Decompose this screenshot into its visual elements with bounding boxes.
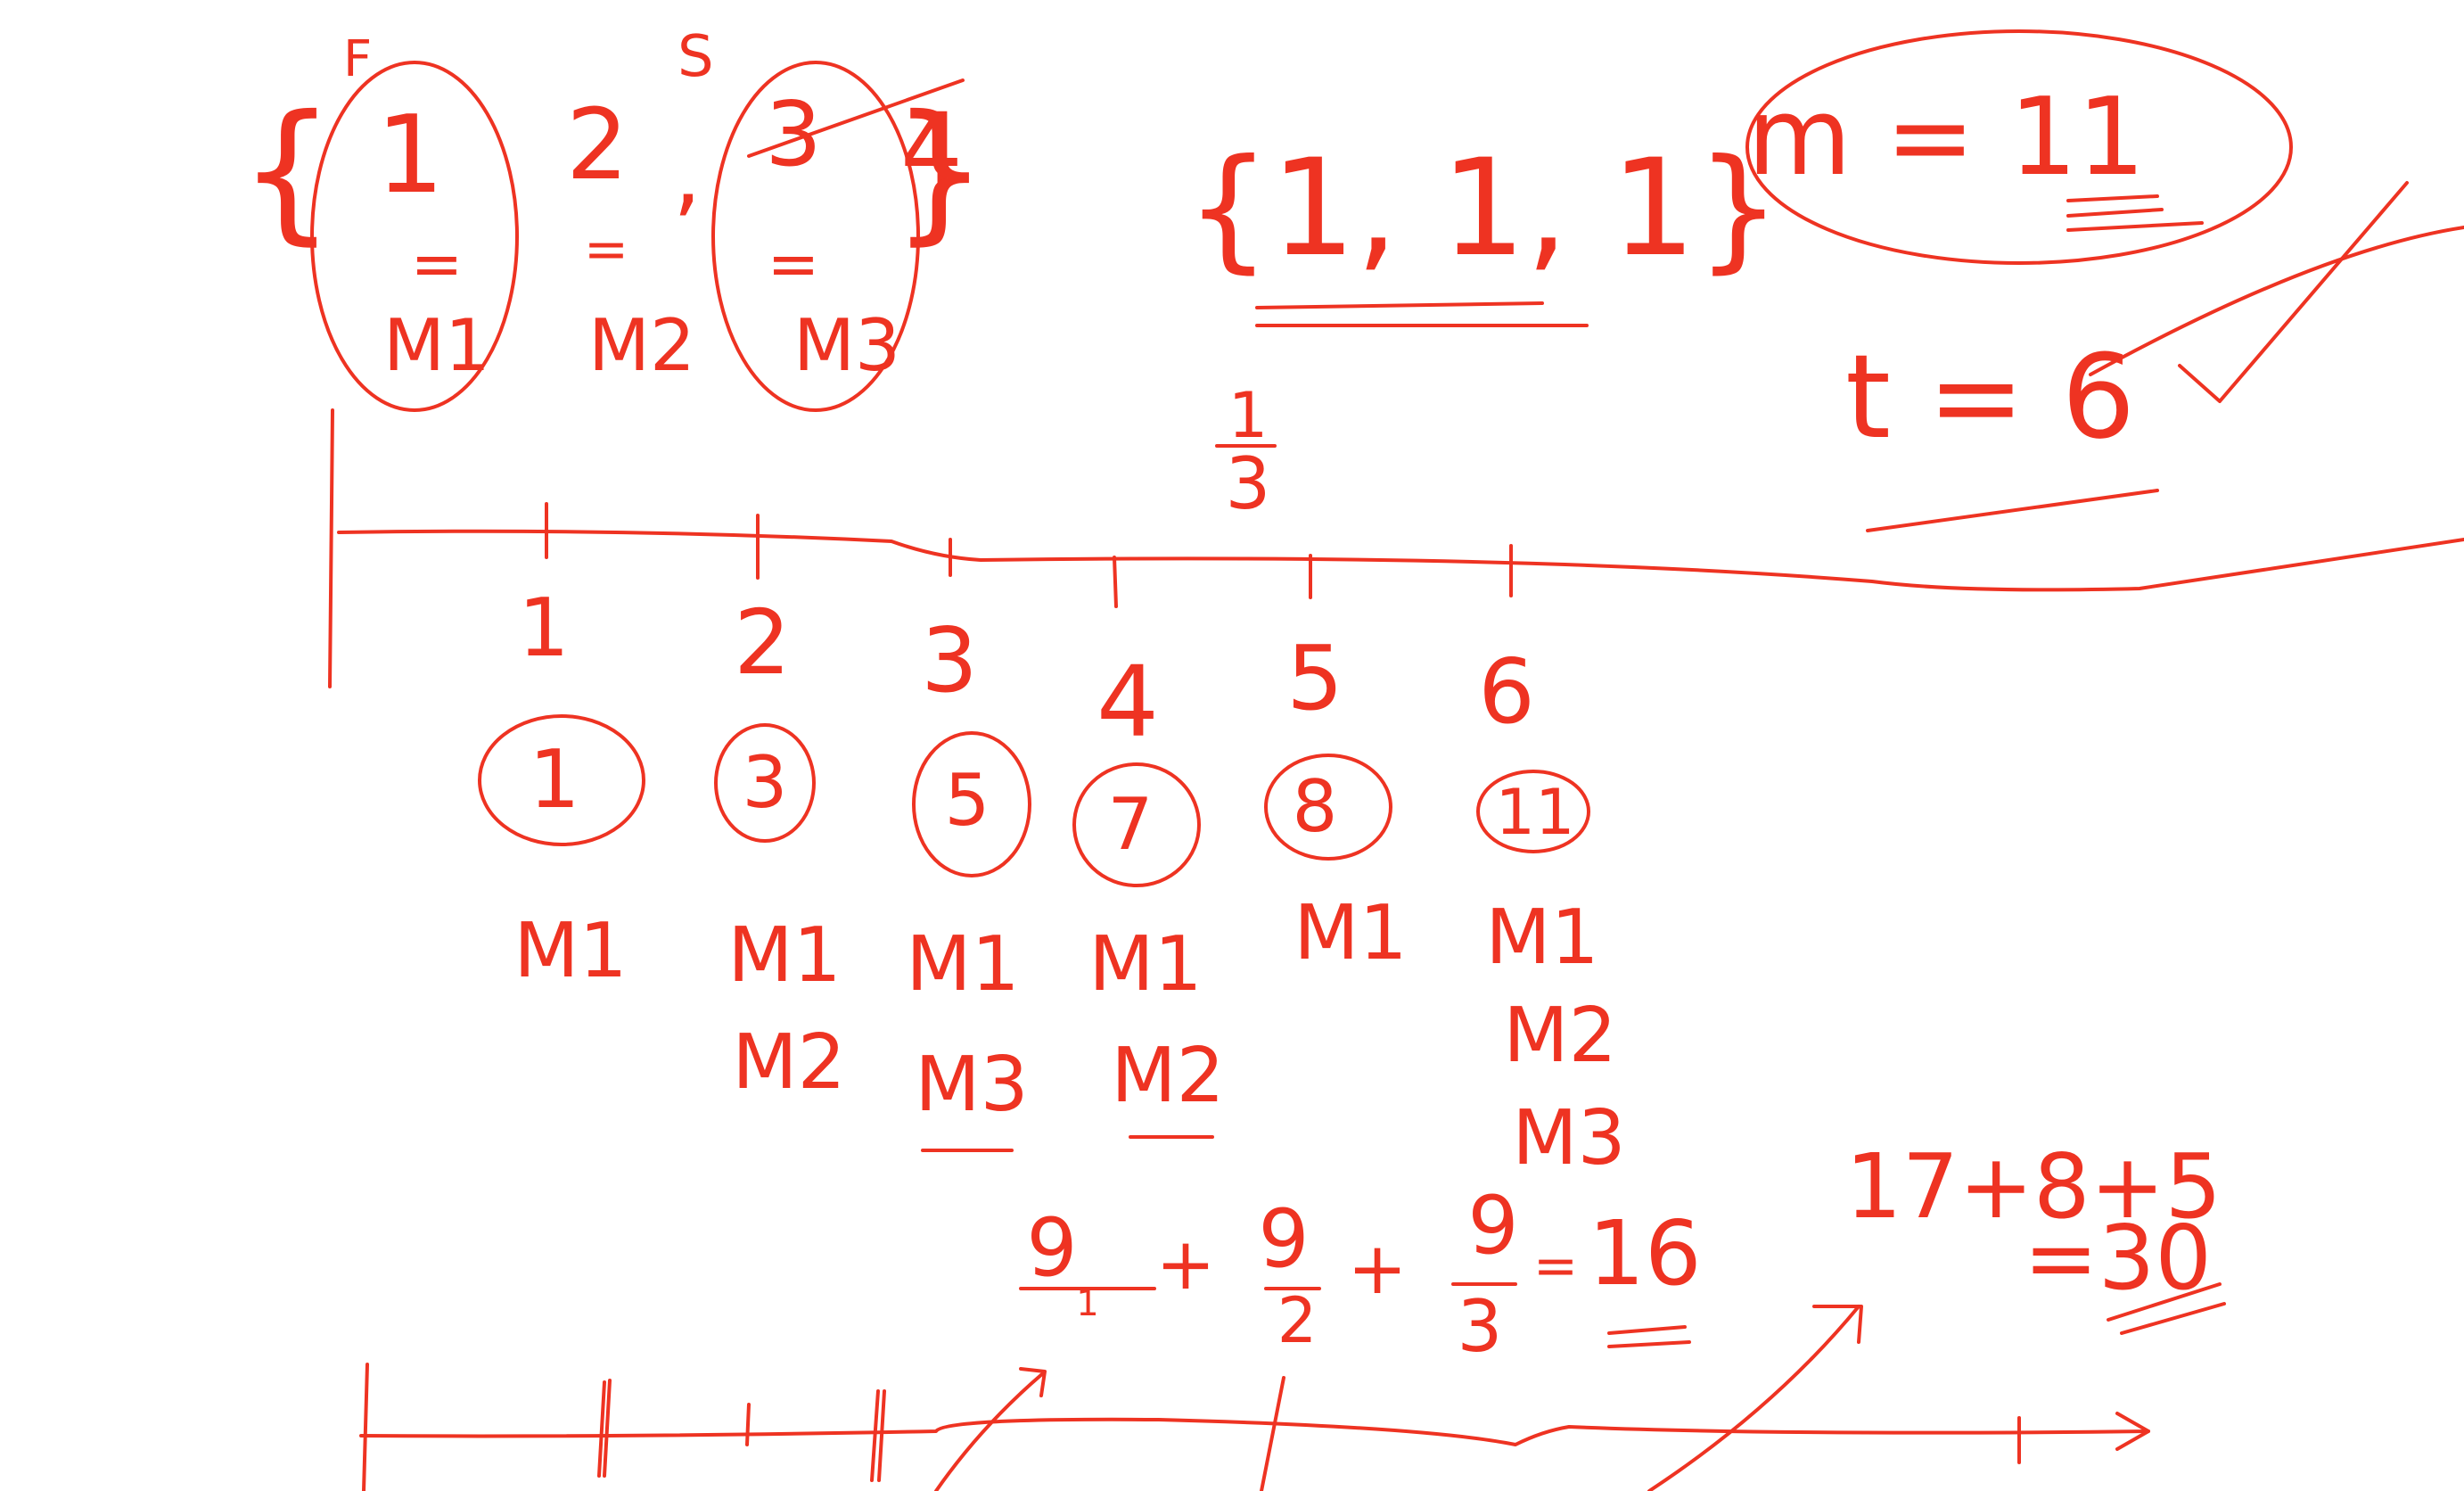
tick4-machine-1: M1 xyxy=(1088,920,1202,1009)
tick-label-5: 5 xyxy=(1286,626,1343,730)
sum-plus-2: + xyxy=(1347,1227,1407,1310)
tick5-machine-1: M1 xyxy=(1294,889,1407,977)
value-2: 3 xyxy=(743,741,788,824)
m-box-underline-1 xyxy=(2066,194,2159,202)
tick1-machine-1: M1 xyxy=(513,907,627,995)
set-brace-close: } xyxy=(891,83,988,259)
lower-tick-4 xyxy=(1260,1376,1285,1491)
tick6-machine-1: M1 xyxy=(1485,894,1598,982)
m-box: m = 11 xyxy=(1745,29,2293,265)
group-value-4: 4 xyxy=(900,92,963,206)
tick-label-6: 6 xyxy=(1478,639,1535,744)
tick-label-2: 2 xyxy=(734,590,791,695)
m-box-underline-3 xyxy=(2066,221,2204,232)
lower-arrow-left xyxy=(934,1367,1047,1491)
timeline-axis xyxy=(337,529,2464,592)
group-eq-1: = xyxy=(411,227,464,301)
sum-plus-1: + xyxy=(1155,1223,1215,1306)
sum-f3-den: 3 xyxy=(1458,1285,1503,1368)
lower-tick-3 xyxy=(870,1389,880,1482)
total-line-1: 17+8+5 xyxy=(1845,1134,2222,1239)
superscript-f: F xyxy=(343,30,372,88)
sum-result-underline-2 xyxy=(1607,1340,1691,1348)
sum-f2-num: 9 xyxy=(1258,1192,1309,1286)
group-eq-2: = xyxy=(584,218,628,281)
sum-expression: 9 1 + 9 2 + 9 3 = 16 xyxy=(1019,1179,1702,1368)
circle-group-m1 xyxy=(310,61,519,412)
check-arrow-stroke xyxy=(2089,226,2464,376)
group-eq-3: = xyxy=(768,227,820,301)
t-value: t = 6 xyxy=(1845,181,2464,532)
timeline: 1 2 3 4 5 6 1 3 5 7 8 11 M1 M1 M2 M1 M3 … xyxy=(328,408,2464,1182)
value-4: 7 xyxy=(1108,783,1154,866)
lower-tick-1 xyxy=(597,1380,606,1478)
value-1: 1 xyxy=(529,733,579,827)
total-underline-1 xyxy=(2107,1282,2222,1322)
lower-tick-3b xyxy=(877,1389,886,1482)
sum-equals: = xyxy=(1533,1235,1578,1297)
group-value-1: 1 xyxy=(376,94,444,218)
t-value-text: t = 6 xyxy=(1845,329,2135,465)
value-circle-2 xyxy=(714,723,816,843)
total-line-2: =30 xyxy=(2024,1206,2212,1310)
tick3-machine-2: M3 xyxy=(915,1041,1028,1129)
value-5: 8 xyxy=(1293,765,1338,848)
timeline-vertical-axis xyxy=(328,408,334,688)
m-box-ellipse xyxy=(1745,29,2293,265)
superscript-s: S xyxy=(678,24,714,90)
group-label-m2: M2 xyxy=(588,304,695,387)
value-3: 5 xyxy=(945,759,990,842)
group-label-m3: M3 xyxy=(793,304,900,387)
fraction-numerator: 1 xyxy=(1228,379,1269,452)
sum-result: 16 xyxy=(1588,1201,1701,1306)
lower-vertical-axis xyxy=(362,1363,369,1491)
tick2-machine-1: M1 xyxy=(727,911,841,1000)
group-value-2: 2 xyxy=(566,87,628,202)
lower-axis xyxy=(359,1417,2150,1446)
group-comma-1: , xyxy=(673,122,702,227)
ones-set-underline-1 xyxy=(1255,301,1544,309)
tick-label-1: 1 xyxy=(518,581,569,675)
lower-arrow-right xyxy=(1647,1305,1863,1491)
m-box-text: m = 11 xyxy=(1747,76,2145,200)
circle-group-m3 xyxy=(711,61,920,412)
t-value-underline xyxy=(1866,489,2159,532)
sum-f1-num: 9 xyxy=(1026,1201,1077,1295)
check-mark-icon xyxy=(2178,181,2409,403)
value-circle-3 xyxy=(912,731,1031,877)
tick-label-4: 4 xyxy=(1096,645,1159,759)
m-box-underline-2 xyxy=(2066,208,2164,218)
group-label-m1: M1 xyxy=(383,304,490,387)
value-circle-5 xyxy=(1264,754,1392,861)
sum-result-underline-1 xyxy=(1607,1325,1687,1335)
tick2-machine-2: M2 xyxy=(732,1018,845,1107)
value-circle-4 xyxy=(1072,762,1201,887)
tick3-machine-1: M1 xyxy=(906,920,1019,1009)
ones-set: {1, 1, 1} 1 3 xyxy=(1186,131,1781,525)
strike-line xyxy=(747,78,965,158)
value-6: 11 xyxy=(1495,776,1574,849)
lower-timeline xyxy=(359,1305,2150,1491)
sum-f3-num: 9 xyxy=(1467,1179,1518,1273)
fraction-denominator: 3 xyxy=(1226,442,1271,525)
lower-tick-2 xyxy=(745,1403,751,1446)
tick-mark-4 xyxy=(1113,556,1118,608)
total-underline-2 xyxy=(2120,1302,2226,1335)
value-circle-1 xyxy=(478,714,645,846)
value-circle-6 xyxy=(1476,770,1590,853)
tick6-machine-2: M2 xyxy=(1503,992,1616,1080)
total-expression: 17+8+5 =30 xyxy=(1845,1134,2226,1335)
tick6-machine-3: M3 xyxy=(1512,1094,1625,1182)
lower-tick-1b xyxy=(603,1379,612,1478)
ones-set-text: {1, 1, 1} xyxy=(1186,131,1781,286)
machine-groups: { F S 1 = M1 2 , = M2 3 4 = M3 } xyxy=(239,24,988,412)
lower-axis-arrowhead xyxy=(2115,1412,2150,1451)
sum-f1-den: 1 xyxy=(1076,1283,1098,1324)
tick-label-3: 3 xyxy=(921,608,978,713)
tick4-machine-2: M2 xyxy=(1111,1032,1224,1120)
sum-f2-den: 2 xyxy=(1277,1284,1318,1357)
